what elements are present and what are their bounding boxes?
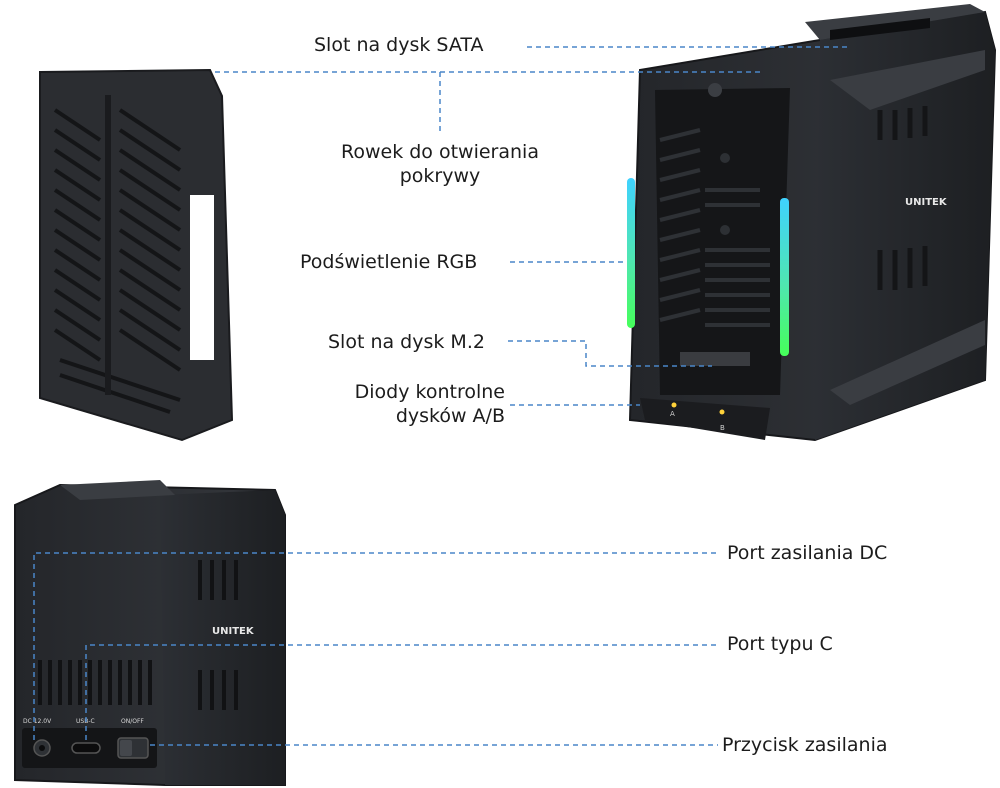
rgb-strip-left [627,178,635,328]
callout-cover-groove-line1: Rowek do otwierania [341,141,539,163]
dc-port-label: DC 12.0V [23,718,52,725]
brand-logo-front: UNITEK [905,197,948,208]
dock-rear: UNITEK DC 12.0V USB-C ON/OFF [14,480,286,786]
callout-cover-groove: Rowek do otwierania pokrywy [315,140,565,188]
m2-slot [680,352,750,366]
callout-sata-slot: Slot na dysk SATA [314,34,484,56]
led-a-label: A [670,410,675,418]
callout-cover-groove-line2: pokrywy [399,165,481,187]
led-a [671,402,677,408]
callout-leds-line1: Diody kontrolne [354,381,505,403]
callout-rgb: Podświetlenie RGB [300,251,478,273]
callout-leader-lines [33,46,850,746]
callout-usbc-port: Port typu C [727,633,833,655]
led-b [719,409,725,415]
dock-cover [39,68,234,442]
usbc-port [71,742,101,754]
callout-power-button: Przycisk zasilania [722,734,888,756]
led-b-label: B [720,424,725,432]
dock-front: UNITEK A B [627,4,997,442]
callout-leds: Diody kontrolne dysków A/B [295,380,505,428]
brand-logo-rear: UNITEK [212,626,255,637]
callout-leds-line2: dysków A/B [395,405,505,427]
callout-m2-slot: Slot na dysk M.2 [328,331,485,353]
callout-dc-port: Port zasilania DC [727,542,888,564]
sata-slot [830,18,930,40]
rgb-strip-right [780,198,789,356]
power-switch-label: ON/OFF [121,718,144,725]
